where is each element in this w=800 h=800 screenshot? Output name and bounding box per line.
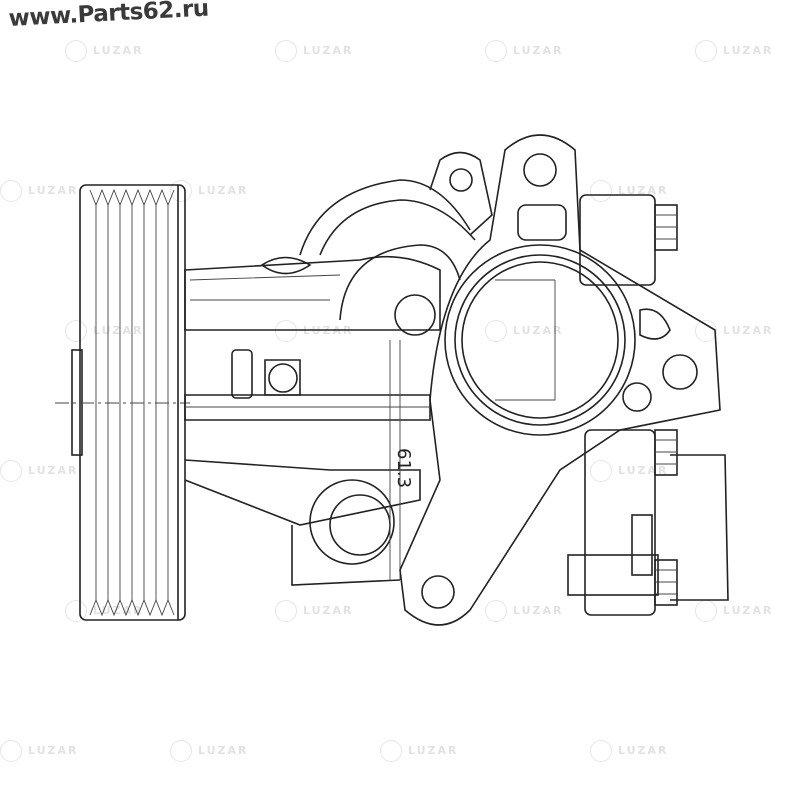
luzar-logo-icon: [590, 460, 612, 482]
luzar-logo-icon: [590, 740, 612, 762]
luzar-watermark: LUZAR: [0, 180, 79, 202]
luzar-logo-icon: [485, 600, 507, 622]
luzar-watermark: LUZAR: [380, 740, 459, 762]
watermark-text: LUZAR: [513, 324, 564, 337]
watermark-text: LUZAR: [513, 44, 564, 57]
watermark-text: LUZAR: [723, 604, 774, 617]
watermark-text: LUZAR: [93, 324, 144, 337]
watermark-text: LUZAR: [28, 744, 79, 757]
dimension-label: 61.3: [393, 448, 414, 488]
pump-body: 61.3: [184, 151, 493, 586]
watermark-text: LUZAR: [723, 44, 774, 57]
watermark-text: LUZAR: [618, 184, 669, 197]
luzar-logo-icon: [65, 600, 87, 622]
luzar-watermark: LUZAR: [275, 40, 354, 62]
luzar-logo-icon: [170, 180, 192, 202]
luzar-watermark: LUZAR: [170, 180, 249, 202]
watermark-text: LUZAR: [723, 324, 774, 337]
flange: [399, 134, 721, 626]
luzar-logo-icon: [590, 180, 612, 202]
watermark-text: LUZAR: [198, 184, 249, 197]
luzar-watermark: LUZAR: [485, 600, 564, 622]
watermark-text: LUZAR: [618, 744, 669, 757]
luzar-watermark: LUZAR: [65, 320, 144, 342]
luzar-watermark: LUZAR: [695, 320, 774, 342]
luzar-watermark: LUZAR: [485, 320, 564, 342]
watermark-text: LUZAR: [408, 744, 459, 757]
luzar-logo-icon: [485, 320, 507, 342]
watermark-text: LUZAR: [303, 44, 354, 57]
luzar-watermark: LUZAR: [0, 460, 79, 482]
luzar-logo-icon: [0, 180, 22, 202]
watermark-text: LUZAR: [303, 604, 354, 617]
luzar-watermark: LUZAR: [695, 40, 774, 62]
luzar-watermark: LUZAR: [590, 740, 669, 762]
watermark-text: LUZAR: [28, 184, 79, 197]
pulley: [55, 184, 190, 621]
luzar-logo-icon: [170, 740, 192, 762]
watermark-text: LUZAR: [513, 604, 564, 617]
luzar-logo-icon: [275, 600, 297, 622]
luzar-watermark: LUZAR: [590, 180, 669, 202]
luzar-watermark: LUZAR: [0, 740, 79, 762]
luzar-logo-icon: [275, 40, 297, 62]
luzar-logo-icon: [695, 320, 717, 342]
luzar-watermark: LUZAR: [65, 40, 144, 62]
watermark-text: LUZAR: [93, 44, 144, 57]
luzar-watermark: LUZAR: [275, 600, 354, 622]
luzar-logo-icon: [275, 320, 297, 342]
luzar-logo-icon: [65, 320, 87, 342]
luzar-watermark: LUZAR: [170, 740, 249, 762]
luzar-logo-icon: [380, 740, 402, 762]
luzar-logo-icon: [0, 740, 22, 762]
watermark-text: LUZAR: [198, 744, 249, 757]
luzar-logo-icon: [485, 40, 507, 62]
thermostat-housing: [567, 194, 729, 616]
luzar-watermark: LUZAR: [485, 40, 564, 62]
watermark-text: LUZAR: [28, 464, 79, 477]
luzar-logo-icon: [0, 460, 22, 482]
luzar-logo-icon: [695, 40, 717, 62]
luzar-logo-icon: [65, 40, 87, 62]
